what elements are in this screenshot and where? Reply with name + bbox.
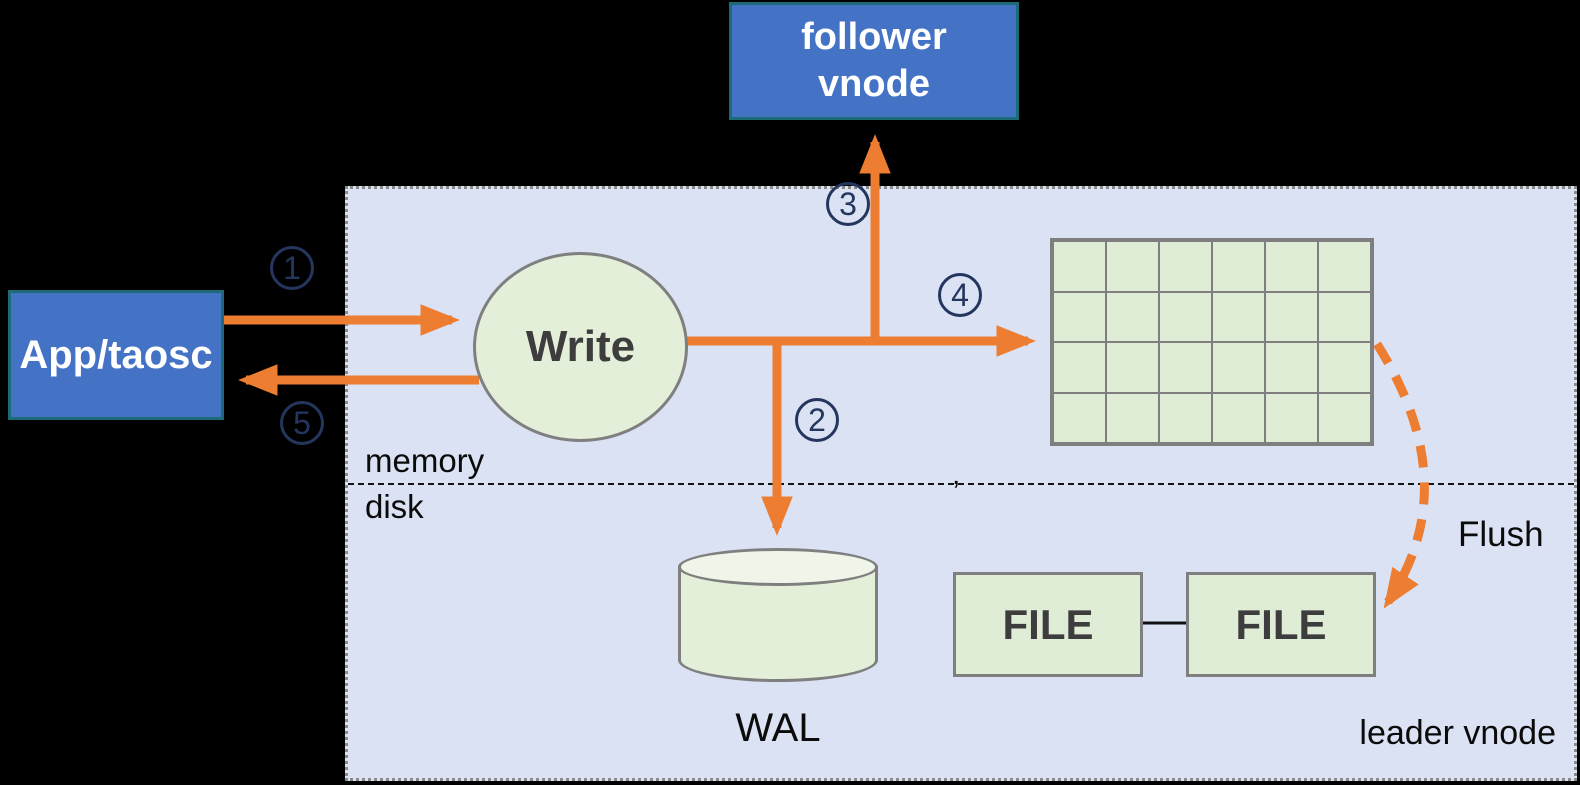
grid-cell [1265, 342, 1318, 393]
grid-cell [1159, 291, 1212, 342]
grid-cell [1106, 342, 1159, 393]
grid-cell [1159, 342, 1212, 393]
grid-cell [1106, 241, 1159, 292]
grid-cell [1318, 291, 1371, 342]
grid-cell [1318, 342, 1371, 393]
grid-cell [1053, 291, 1106, 342]
follower-vnode-label-line1: follower [801, 15, 947, 58]
follower-vnode-node: follower vnode [729, 2, 1019, 120]
divider-comma-artifact: , [952, 458, 961, 491]
step-circle-2: 2 [795, 398, 839, 442]
grid-cell [1212, 241, 1265, 292]
grid-cell [1265, 241, 1318, 292]
memtable-grid [1050, 238, 1374, 446]
leader-vnode-label: leader vnode [1359, 714, 1556, 752]
file-left-label: FILE [1002, 600, 1094, 648]
wal-label: WAL [735, 706, 821, 750]
grid-cell [1212, 291, 1265, 342]
grid-cell [1053, 392, 1106, 443]
grid-cell [1318, 392, 1371, 443]
step-circle-1: 1 [270, 246, 314, 290]
grid-cell [1106, 291, 1159, 342]
grid-cell [1053, 241, 1106, 292]
memory-zone-label: memory [365, 442, 485, 479]
step-circle-4: 4 [938, 273, 982, 317]
grid-cell [1318, 241, 1371, 292]
wal-cylinder-top [678, 548, 878, 586]
write-label: Write [525, 322, 636, 371]
step-circle-5: 5 [280, 401, 324, 445]
memory-disk-divider-line [348, 483, 1574, 485]
step-circle-3: 3 [826, 182, 870, 226]
grid-cell [1265, 291, 1318, 342]
grid-cell [1053, 342, 1106, 393]
app-taosc-label: App/taosc [19, 332, 213, 377]
file-right-label: FILE [1235, 600, 1327, 648]
wal-cylinder [678, 548, 878, 684]
file-node-right: FILE [1186, 572, 1376, 677]
write-node: Write [473, 252, 688, 442]
grid-cell [1106, 392, 1159, 443]
grid-cell [1159, 392, 1212, 443]
disk-zone-label: disk [365, 488, 424, 525]
file-node-left: FILE [953, 572, 1143, 677]
flush-label: Flush [1458, 515, 1544, 554]
follower-vnode-label-line2: vnode [818, 63, 930, 105]
grid-cell [1159, 241, 1212, 292]
grid-cell [1212, 342, 1265, 393]
grid-cell [1212, 392, 1265, 443]
grid-cell [1265, 392, 1318, 443]
app-taosc-node: App/taosc [8, 290, 224, 420]
